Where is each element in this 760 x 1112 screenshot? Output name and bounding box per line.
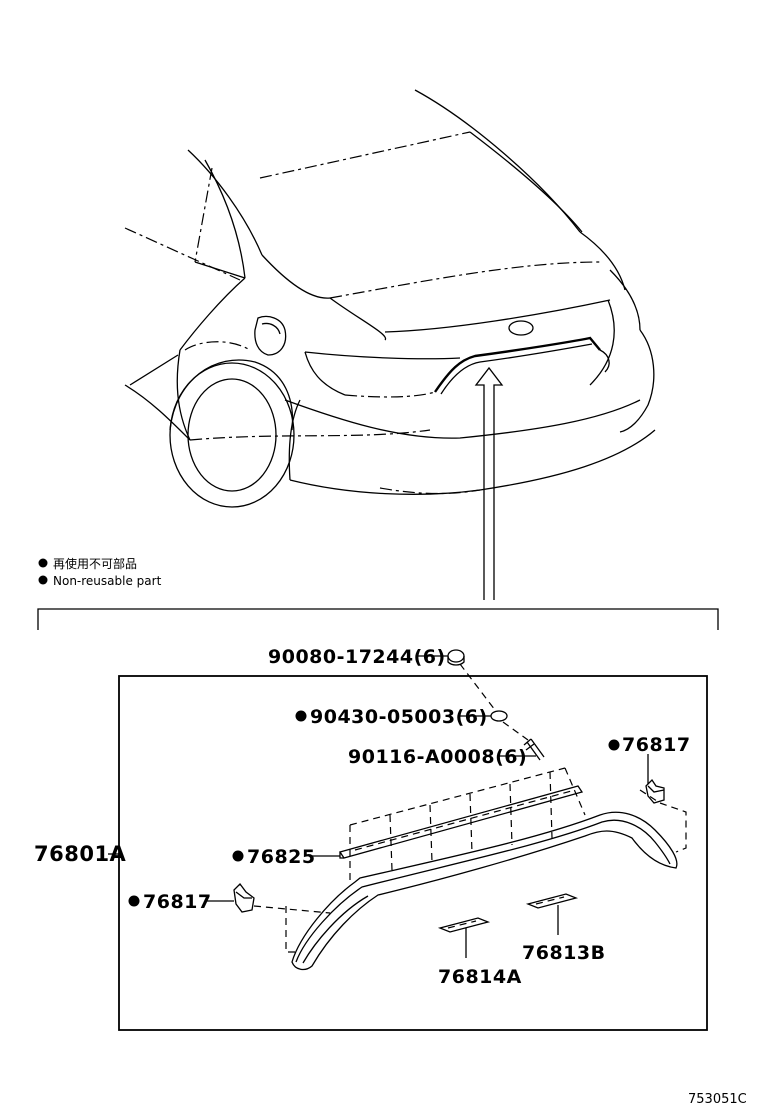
bracket-76814a bbox=[437, 917, 491, 958]
non-reusable-marker bbox=[232, 850, 244, 862]
non-reusable-marker bbox=[295, 710, 307, 722]
legend: 再使用不可部品 Non-reusable part bbox=[38, 556, 162, 588]
part-number-76814a: 76814A bbox=[438, 966, 522, 988]
part-number-76801a: 76801A bbox=[34, 842, 127, 866]
clip-left bbox=[233, 883, 255, 913]
car-illustration bbox=[124, 89, 656, 600]
legend-japanese: 再使用不可部品 bbox=[53, 556, 137, 571]
part-number-90116-a0008: 90116-A0008(6) bbox=[348, 746, 527, 768]
part-number-90080-17244: 90080-17244(6) bbox=[268, 646, 446, 668]
assembly-frame bbox=[118, 675, 708, 1031]
group-bracket bbox=[37, 608, 719, 630]
fasteners bbox=[418, 649, 545, 761]
bracket-76813b bbox=[525, 893, 579, 935]
part-number-76817-right: 76817 bbox=[622, 734, 691, 756]
legend-bullet bbox=[38, 575, 48, 585]
garnish-assembly bbox=[253, 767, 687, 971]
part-number-76817-left: 76817 bbox=[143, 891, 212, 913]
part-number-76813b: 76813B bbox=[522, 942, 606, 964]
reference-code: 753051C bbox=[688, 1092, 747, 1107]
legend-bullet bbox=[38, 558, 48, 568]
non-reusable-marker bbox=[128, 895, 140, 907]
part-number-90430-05003: 90430-05003(6) bbox=[310, 706, 488, 728]
legend-english: Non-reusable part bbox=[53, 574, 162, 588]
non-reusable-marker bbox=[608, 739, 620, 751]
clip-right bbox=[645, 778, 665, 804]
part-number-76825: 76825 bbox=[247, 846, 316, 868]
